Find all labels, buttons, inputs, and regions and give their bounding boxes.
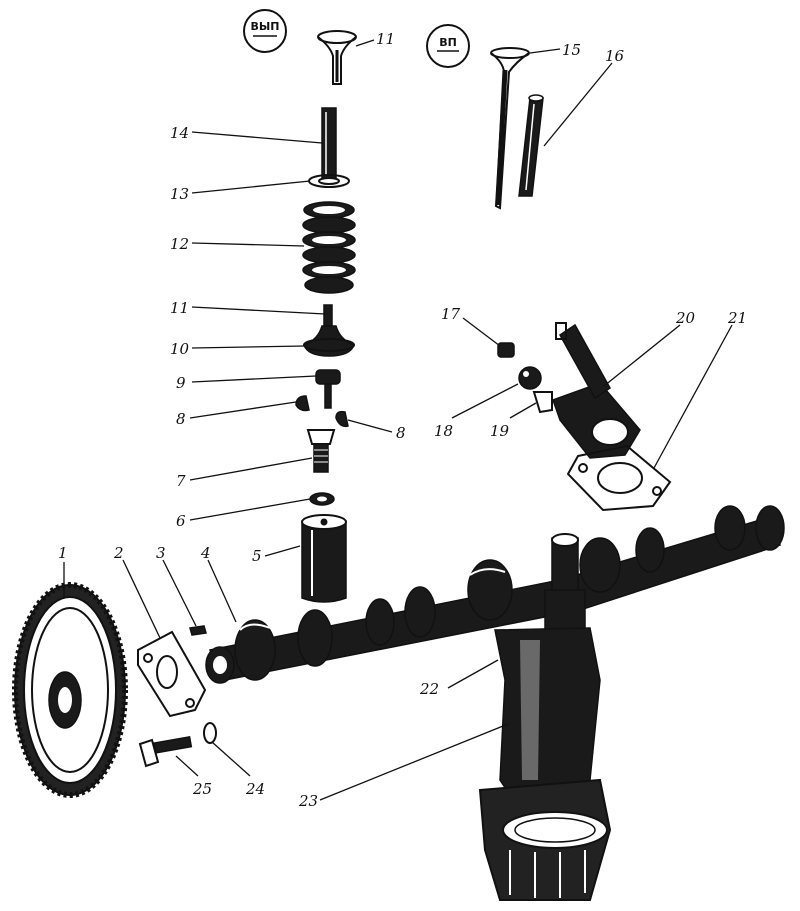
drive-housing — [552, 322, 641, 459]
callout-8-left: 8 — [176, 410, 186, 428]
callout-6: 6 — [176, 512, 186, 530]
callout-23: 23 — [298, 792, 318, 810]
callout-8-right: 8 — [396, 424, 406, 442]
adjusting-nut — [315, 369, 341, 409]
callout-25: 25 — [192, 780, 212, 798]
tappet-bolt — [306, 429, 336, 473]
callout-17: 17 — [441, 305, 461, 323]
callout-7: 7 — [176, 472, 186, 490]
callout-12: 12 — [170, 235, 189, 253]
callout-11-stem: 11 — [170, 299, 189, 317]
callout-16: 16 — [605, 47, 625, 65]
intake-valve — [490, 47, 530, 210]
gear-bolt — [138, 735, 193, 768]
callout-20: 20 — [675, 309, 696, 327]
oil-pump-drive — [544, 533, 586, 641]
valve-spring — [302, 201, 356, 294]
oil-pump — [478, 627, 612, 901]
tappet — [301, 514, 347, 603]
camshaft — [205, 505, 785, 684]
callout-1: 1 — [58, 544, 68, 562]
callout-14: 14 — [170, 124, 189, 142]
callout-22: 22 — [419, 680, 439, 698]
flange-gasket — [566, 444, 672, 512]
pushrod — [321, 107, 337, 179]
callout-19: 19 — [490, 422, 510, 440]
leader-lines — [63, 39, 733, 801]
callout-2: 2 — [113, 544, 124, 562]
thrust-flange — [137, 630, 207, 718]
camshaft-gear — [12, 582, 128, 798]
callout-5: 5 — [252, 547, 262, 565]
exhaust-valve-head — [317, 30, 357, 85]
valve-guide — [518, 94, 544, 197]
callout-4: 4 — [200, 544, 211, 562]
callout-10: 10 — [170, 340, 190, 358]
intake-valve-badge: ВП — [426, 24, 470, 68]
valve-keeper-right — [335, 410, 349, 428]
exhaust-valve-badge: ВЫП — [243, 9, 287, 53]
spring-washer-small — [203, 722, 217, 744]
lock-nut — [309, 492, 335, 506]
callout-15: 15 — [562, 41, 581, 59]
callout-24: 24 — [245, 780, 265, 798]
valve-keeper-left — [295, 395, 310, 412]
callout-18: 18 — [434, 422, 453, 440]
lock-plate — [532, 391, 553, 414]
small-nut — [497, 342, 515, 358]
exhaust-badge-text: ВЫП — [251, 20, 280, 33]
spring-cap — [303, 325, 355, 357]
callout-3: 3 — [156, 544, 166, 562]
callout-9: 9 — [176, 374, 186, 392]
intake-badge-text: ВП — [439, 36, 457, 49]
ball — [518, 366, 542, 390]
callout-labels: 1 2 3 4 5 6 7 8 8 9 10 11 12 13 14 11 15… — [58, 30, 747, 810]
callout-21: 21 — [727, 309, 747, 327]
callout-13: 13 — [170, 185, 189, 203]
woodruff-key — [189, 625, 207, 636]
callout-11-top: 11 — [376, 30, 395, 48]
